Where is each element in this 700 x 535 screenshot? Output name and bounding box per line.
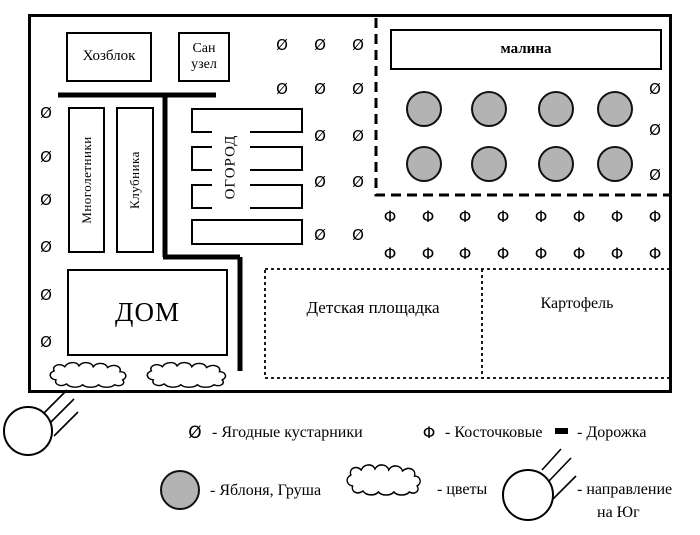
apple-pear-tree	[597, 146, 633, 182]
stone-fruit-icon: Φ	[648, 207, 662, 226]
south-direction-symbol-corner	[3, 389, 79, 456]
legend-stone-label: - Косточковые	[445, 424, 543, 441]
stone-fruit-icon: Φ	[648, 244, 662, 263]
house: ДОМ	[67, 269, 228, 356]
house-label: ДОМ	[115, 297, 180, 327]
berry-bush-icon: Ø	[649, 166, 661, 184]
utility-block: Хозблок	[66, 32, 152, 82]
legend-apple-pear-icon	[160, 470, 200, 510]
berry-bush-icon: Ø	[352, 127, 364, 145]
berry-bush-icon: Ø	[40, 148, 52, 166]
berry-bush-icon: Ø	[276, 80, 288, 98]
stone-fruit-icon: Φ	[383, 244, 397, 263]
berry-bush-icon: Ø	[314, 226, 326, 244]
perennials-label: Многолетники	[78, 136, 94, 224]
sanitary-unit-label: Сан узел	[191, 40, 217, 72]
legend-apple-label: - Яблоня, Груша	[210, 482, 322, 499]
berry-bush-icon: Ø	[314, 36, 326, 54]
stone-fruit-icon: Φ	[421, 244, 435, 263]
legend-south-direction-symbol	[502, 448, 577, 521]
legend-stone-fruit-icon: Φ	[422, 423, 436, 442]
apple-pear-tree	[538, 146, 574, 182]
apple-pear-tree	[597, 91, 633, 127]
orchard-dashed-boundary	[374, 18, 671, 197]
berry-bush-icon: Ø	[276, 36, 288, 54]
apple-pear-tree	[406, 146, 442, 182]
vegetable-garden: ОГОРОД	[212, 119, 250, 214]
vegetable-garden-label: ОГОРОД	[222, 134, 239, 199]
berry-bush-icon: Ø	[314, 173, 326, 191]
stone-fruit-icon: Φ	[610, 207, 624, 226]
apple-pear-tree	[538, 91, 574, 127]
stone-fruit-icon: Φ	[383, 207, 397, 226]
perennials-bed: Многолетники	[68, 107, 105, 253]
flowers-cloud-1	[49, 361, 127, 388]
flowers-cloud-2	[146, 361, 227, 388]
sanitary-unit: Сан узел	[178, 32, 230, 82]
plot-boundary	[28, 14, 672, 393]
berry-bush-icon: Ø	[40, 104, 52, 122]
apple-pear-tree	[471, 146, 507, 182]
playground-label: Детская площадка	[306, 298, 440, 317]
legend-south-label-line2: на Юг	[597, 504, 640, 521]
stone-fruit-icon: Φ	[534, 244, 548, 263]
raspberry-label: малина	[500, 41, 552, 57]
legend-walkway-label: - Дорожка	[577, 424, 647, 441]
stone-fruit-icon: Φ	[458, 207, 472, 226]
apple-pear-tree	[406, 91, 442, 127]
utility-block-label: Хозблок	[82, 48, 136, 65]
legend-south-label-line1: - направление	[577, 481, 673, 498]
berry-bush-icon: Ø	[40, 191, 52, 209]
raspberry-strip: малина	[390, 29, 662, 70]
playground-potato-dotted-rect	[264, 268, 672, 379]
stone-fruit-icon: Φ	[458, 244, 472, 263]
legend-flowers-cloud	[346, 464, 421, 496]
potato-label: Картофель	[540, 295, 614, 312]
berry-bush-icon: Ø	[40, 333, 52, 351]
stone-fruit-icon: Φ	[496, 244, 510, 263]
berry-bush-icon: Ø	[352, 80, 364, 98]
strawberry-label: Клубника	[127, 151, 142, 209]
stone-fruit-icon: Φ	[572, 244, 586, 263]
stone-fruit-icon: Φ	[421, 207, 435, 226]
stone-fruit-icon: Φ	[534, 207, 548, 226]
legend-walkway-icon	[555, 428, 568, 434]
stone-fruit-icon: Φ	[610, 244, 624, 263]
strawberry-bed: Клубника	[116, 107, 154, 253]
berry-bush-icon: Ø	[40, 238, 52, 256]
stone-fruit-icon: Φ	[496, 207, 510, 226]
stone-fruit-icon: Φ	[572, 207, 586, 226]
apple-pear-tree	[471, 91, 507, 127]
berry-bush-icon: Ø	[649, 121, 661, 139]
berry-bush-icon: Ø	[40, 286, 52, 304]
berry-bush-icon: Ø	[649, 80, 661, 98]
garden-bed-4	[191, 219, 303, 245]
berry-bush-icon: Ø	[314, 80, 326, 98]
berry-bush-icon: Ø	[314, 127, 326, 145]
legend-berry-bush-icon: Ø	[188, 423, 202, 443]
legend-berry-label: - Ягодные кустарники	[212, 424, 363, 441]
berry-bush-icon: Ø	[352, 226, 364, 244]
walkway-path	[58, 92, 243, 371]
berry-bush-icon: Ø	[352, 36, 364, 54]
berry-bush-icon: Ø	[352, 173, 364, 191]
legend-flowers-label: - цветы	[437, 481, 488, 498]
